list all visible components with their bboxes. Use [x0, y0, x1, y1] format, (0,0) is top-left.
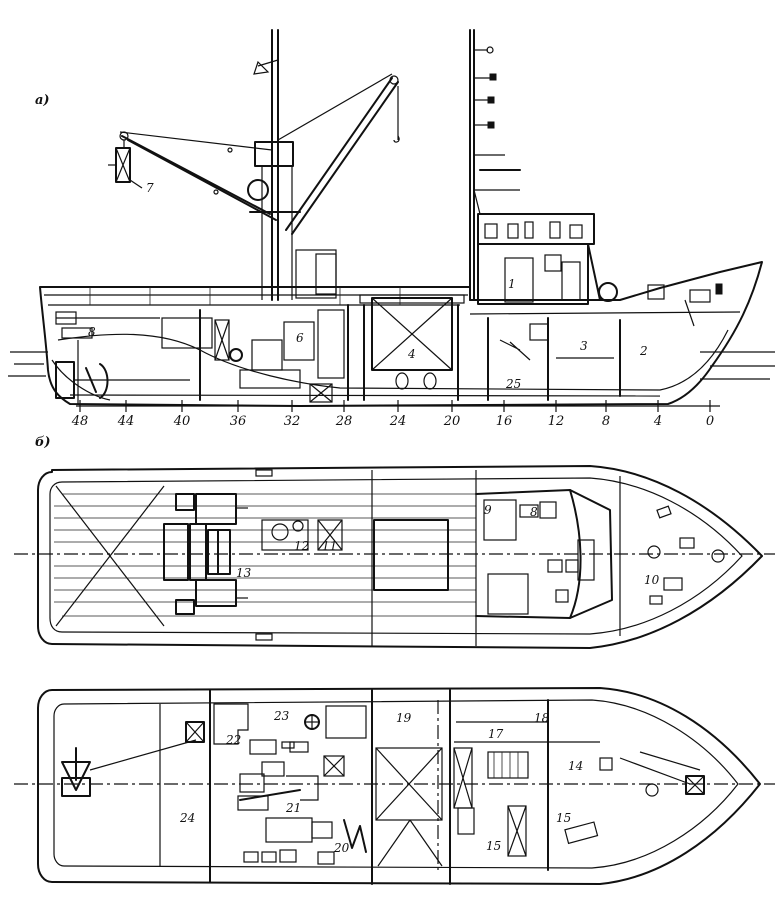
crew-quarters-plan	[454, 721, 705, 857]
wheelhouse-plan	[475, 489, 613, 619]
label-8: 8	[88, 325, 96, 339]
label-25: 25	[505, 377, 521, 391]
label-3: 3	[580, 339, 588, 353]
wheelhouse	[477, 213, 601, 305]
plan-hatch	[373, 519, 449, 591]
engine-room	[55, 304, 349, 403]
side-elevation-view: а)	[8, 29, 775, 429]
frame-12: 12	[548, 414, 565, 429]
deck-outline	[37, 465, 763, 649]
label-15a: 15	[486, 839, 501, 853]
label-15b: 15	[556, 811, 571, 825]
frame-16: 16	[496, 414, 513, 429]
label-22: 22	[225, 733, 241, 747]
frame-44: 44	[117, 414, 135, 429]
frame-36: 36	[230, 414, 247, 429]
frame-8: 8	[602, 414, 610, 429]
forecastle-fittings	[255, 469, 725, 641]
main-mast	[247, 29, 337, 301]
label-7: 7	[146, 181, 154, 195]
label-18: 18	[534, 711, 550, 725]
frame-24: 24	[389, 414, 407, 429]
deck-item-labels: 9 8 12 11 13 10	[236, 503, 660, 587]
label-9: 9	[484, 503, 492, 517]
label-6: 6	[296, 331, 304, 345]
hold-plan-view: 23 22 19 17 18 14 21 20 24 15 15	[14, 687, 775, 885]
trawl-winch	[163, 493, 248, 615]
frame-40: 40	[173, 414, 191, 429]
cargo-hold-hatch	[359, 294, 465, 401]
derrick-booms	[108, 73, 400, 235]
frame-20: 20	[443, 414, 461, 429]
label-23: 23	[273, 709, 290, 723]
frame-scale: 48 44 40 36 32 28 24 20 16 12 8 4 0	[71, 400, 720, 429]
hull-side	[39, 261, 763, 407]
label-1: 1	[508, 277, 516, 291]
frame-48: 48	[71, 414, 89, 429]
label-20: 20	[333, 841, 350, 855]
label-14: 14	[568, 759, 583, 773]
label-4: 4	[407, 347, 416, 361]
label-2: 2	[639, 344, 648, 358]
steering-gear	[61, 739, 197, 797]
waterline	[8, 351, 775, 380]
bulwark	[44, 287, 468, 305]
view-label-plan: б)	[35, 435, 51, 450]
forward-compartments	[487, 282, 723, 401]
frame-28: 28	[335, 414, 353, 429]
view-label-side: а)	[35, 93, 50, 108]
side-item-labels: 7 8 6 4 1 3 2 25	[88, 181, 648, 391]
stern-gear	[55, 327, 190, 404]
deck-machinery	[261, 519, 343, 551]
frame-32: 32	[284, 414, 301, 429]
frame-0: 0	[706, 414, 714, 429]
hold-outline	[37, 687, 761, 885]
engine-room-plan	[185, 703, 367, 865]
label-11: 11	[322, 539, 337, 553]
label-13: 13	[236, 566, 252, 580]
label-24: 24	[179, 811, 195, 825]
hold-item-labels: 23 22 19 17 18 14 21 20 24 15 15	[179, 709, 583, 855]
fish-hold-plan	[375, 700, 473, 870]
frame-4: 4	[653, 414, 662, 429]
label-12: 12	[294, 539, 309, 553]
deck-planking	[54, 493, 476, 617]
label-21: 21	[285, 801, 301, 815]
deck-plan-view: б)	[14, 435, 775, 649]
label-8b: 8	[530, 505, 538, 519]
label-19: 19	[396, 711, 412, 725]
label-10: 10	[644, 573, 660, 587]
label-17: 17	[488, 727, 504, 741]
fore-mast	[469, 29, 521, 301]
